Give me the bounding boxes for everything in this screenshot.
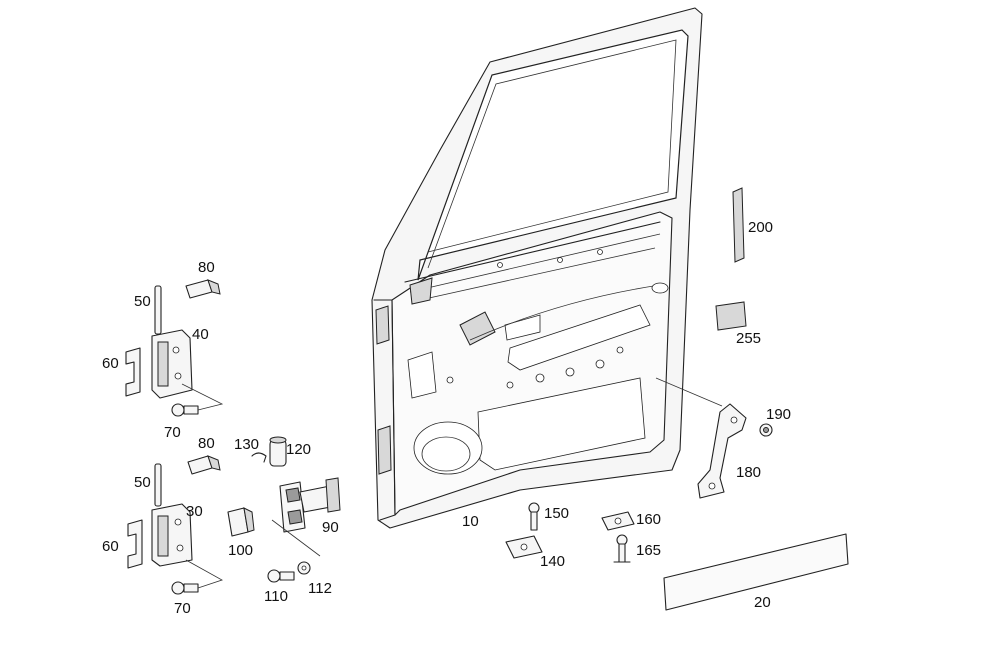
upper-hinge-group xyxy=(125,279,224,417)
label-180: 180 xyxy=(736,464,761,481)
label-50-lower: 50 xyxy=(134,474,151,491)
bracket-group xyxy=(655,377,773,499)
label-140: 140 xyxy=(540,553,565,570)
label-110: 110 xyxy=(264,588,288,605)
label-10: 10 xyxy=(462,513,479,530)
label-100: 100 xyxy=(228,542,253,559)
part-labels: 10 20 30 40 50 50 60 60 70 70 80 80 90 1… xyxy=(102,219,791,617)
label-50-upper: 50 xyxy=(134,293,151,310)
lower-hinge-group xyxy=(127,455,223,595)
label-20: 20 xyxy=(754,594,771,611)
label-80-upper: 80 xyxy=(198,259,215,276)
label-80-lower: 80 xyxy=(198,435,215,452)
label-150: 150 xyxy=(544,505,569,522)
label-112: 112 xyxy=(308,580,332,597)
label-90: 90 xyxy=(322,519,339,536)
label-165: 165 xyxy=(636,542,661,559)
label-120: 120 xyxy=(286,441,311,458)
label-60-upper: 60 xyxy=(102,355,119,372)
label-130: 130 xyxy=(234,436,259,453)
label-40: 40 xyxy=(192,326,209,343)
label-70-upper: 70 xyxy=(164,424,181,441)
label-160: 160 xyxy=(636,511,661,528)
label-190: 190 xyxy=(766,406,791,423)
trim-group xyxy=(663,187,849,611)
label-30: 30 xyxy=(186,503,203,520)
door-shell xyxy=(371,7,703,529)
bottom-small-parts xyxy=(505,502,635,563)
label-60-lower: 60 xyxy=(102,538,119,555)
door-check-group xyxy=(227,436,341,583)
label-70-lower: 70 xyxy=(174,600,191,617)
label-200: 200 xyxy=(748,219,773,236)
label-255: 255 xyxy=(736,330,761,347)
